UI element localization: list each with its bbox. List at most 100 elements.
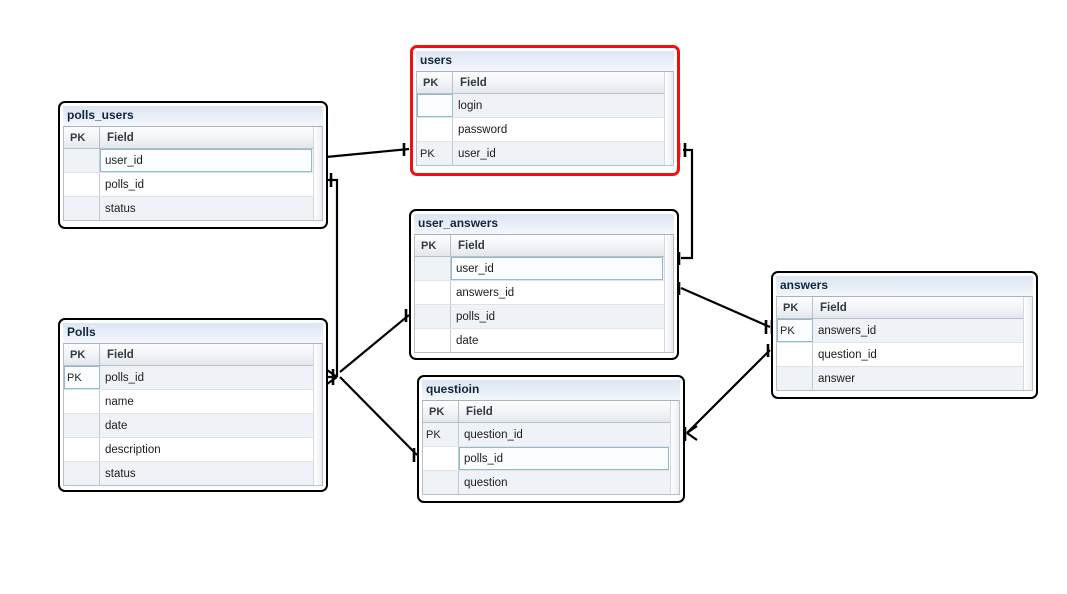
connector-users-user-answers [681,148,694,260]
entity-title-users: users [416,51,674,71]
grid-scrollbar[interactable] [664,72,673,165]
field-name-cell[interactable]: polls_id [105,178,144,191]
field-row[interactable]: PK answers_id [777,319,1023,343]
field-pk-cell[interactable] [64,390,100,413]
grid-scrollbar[interactable] [664,235,673,352]
field-name-cell[interactable]: question_id [464,428,523,441]
field-name-cell[interactable]: user_id [100,149,312,172]
field-row[interactable]: login [417,94,664,118]
field-name-cell[interactable]: description [105,443,161,456]
entity-title-polls_users: polls_users [63,106,323,126]
field-name-cell[interactable]: user_id [458,147,496,160]
field-pk-cell[interactable] [64,197,100,220]
field-name-cell[interactable]: status [105,467,136,480]
field-pk-cell[interactable] [415,257,451,280]
field-pk-cell[interactable] [423,447,459,470]
field-row[interactable]: PK polls_id [64,366,313,390]
field-row[interactable]: password [417,118,664,142]
field-pk-cell[interactable] [777,343,813,366]
field-name-cell[interactable]: answer [818,372,856,385]
field-row[interactable]: description [64,438,313,462]
field-row[interactable]: polls_id [415,305,664,329]
connector-questioin-answers [686,349,771,434]
field-pk-cell[interactable] [417,118,453,141]
grid-scrollbar[interactable] [670,401,679,494]
field-pk-cell[interactable]: PK [417,142,453,165]
field-pk-cell[interactable] [64,462,100,485]
field-row[interactable]: answer [777,367,1023,390]
grid-scrollbar[interactable] [1023,297,1032,390]
connector-polls-user-answers [339,314,410,373]
field-name-cell[interactable]: name [105,395,134,408]
field-row[interactable]: date [415,329,664,352]
entity-title-user_answers: user_answers [414,214,674,234]
grid-scrollbar[interactable] [313,344,322,485]
field-row[interactable]: PK question_id [423,423,670,447]
connector-polls-questioin [339,376,418,456]
field-row[interactable]: question_id [777,343,1023,367]
field-row[interactable]: polls_id [64,173,313,197]
field-row[interactable]: polls_id [423,447,670,471]
field-pk-cell[interactable] [777,367,813,390]
connector-user-answers-answers [680,286,771,329]
field-pk-cell[interactable] [417,94,453,117]
field-row[interactable]: status [64,197,313,220]
field-pk-cell[interactable] [415,329,451,352]
entity-title-Polls: Polls [63,323,323,343]
field-name-cell[interactable]: date [105,419,128,432]
field-row[interactable]: date [64,414,313,438]
field-name-cell[interactable]: answers_id [818,324,877,337]
field-pk-cell[interactable]: PK [423,423,459,446]
field-row[interactable]: answers_id [415,281,664,305]
field-name-cell[interactable]: password [458,123,508,136]
field-pk-cell[interactable] [64,438,100,461]
column-header-field: Field [460,76,487,89]
column-header-field: Field [107,348,134,361]
field-name-cell[interactable]: date [456,334,479,347]
field-name-cell[interactable]: status [105,202,136,215]
column-header-pk: PK [415,235,451,256]
field-pk-cell[interactable]: PK [64,366,100,389]
field-pk-cell[interactable] [415,281,451,304]
marker-polls-right-crow [326,369,338,385]
field-name-cell[interactable]: polls_id [459,447,669,470]
field-row[interactable]: question [423,471,670,494]
field-name-cell[interactable]: question [464,476,508,489]
grid-scrollbar[interactable] [313,127,322,220]
field-name-cell[interactable]: polls_id [105,371,144,384]
field-pk-cell[interactable] [64,414,100,437]
column-header-field: Field [466,405,493,418]
field-pk-cell[interactable] [415,305,451,328]
field-pk-cell[interactable]: PK [777,319,813,342]
field-name-cell[interactable]: polls_id [456,310,495,323]
field-pk-cell[interactable] [423,471,459,494]
field-pk-cell[interactable] [64,173,100,196]
field-pk-cell[interactable] [64,149,100,172]
field-row[interactable]: PK user_id [417,142,664,165]
field-row[interactable]: name [64,390,313,414]
field-row[interactable]: status [64,462,313,485]
connector-polls-users-users [325,147,410,159]
field-name-cell[interactable]: answers_id [456,286,515,299]
field-row[interactable]: user_id [64,149,313,173]
field-name-cell[interactable]: login [458,99,483,112]
field-name-cell[interactable]: question_id [818,348,877,361]
entity-title-questioin: questioin [422,380,680,400]
column-header-field: Field [107,131,134,144]
field-row[interactable]: user_id [415,257,664,281]
field-grid-users: PK Field login password PK user_id [416,71,674,166]
field-name-cell[interactable]: user_id [451,257,663,280]
